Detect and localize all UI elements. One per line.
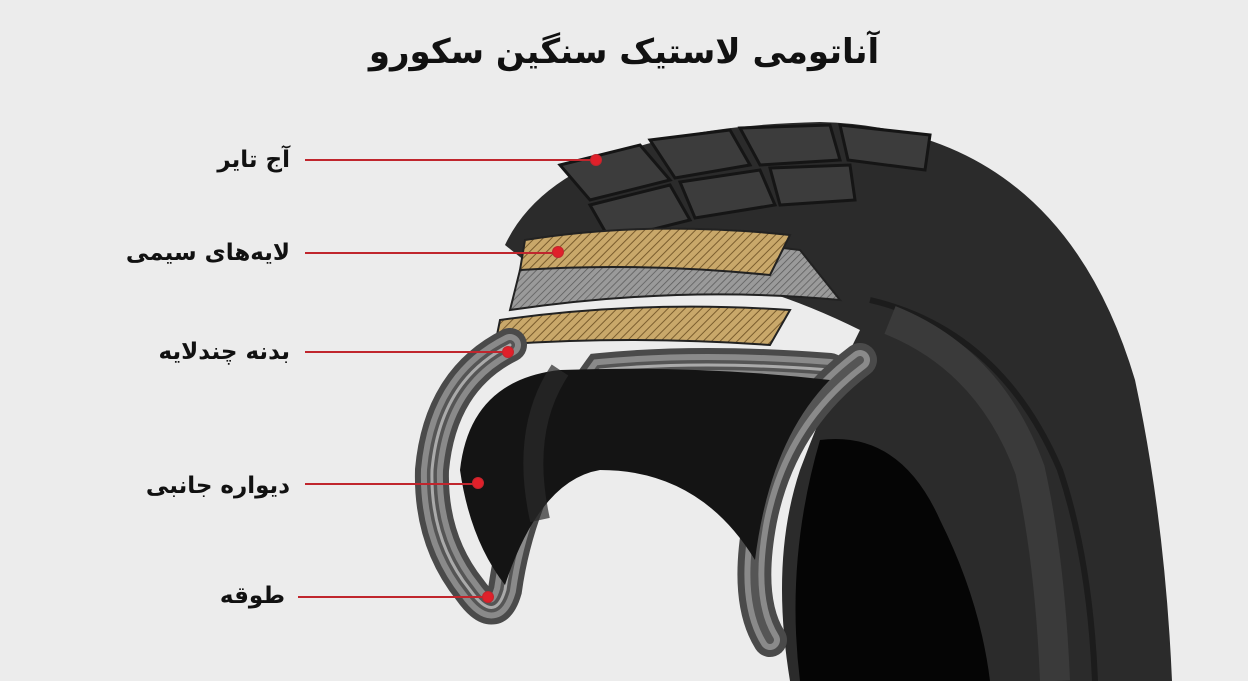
marker-dot-belts bbox=[552, 246, 564, 258]
diagram-title: آناتومی لاستیک سنگین سکورو bbox=[368, 32, 880, 72]
belt-steel-bottom bbox=[493, 305, 792, 347]
belt-steel-top bbox=[518, 227, 792, 277]
marker-dot-bead bbox=[482, 591, 494, 603]
marker-dot-sidewall bbox=[472, 477, 484, 489]
sidewall-ring bbox=[869, 297, 1098, 681]
label-carcass: بدنه چندلایه bbox=[158, 339, 290, 365]
marker-dot-tread bbox=[590, 154, 602, 166]
leader-lines bbox=[298, 159, 596, 598]
label-tread: آج تایر bbox=[217, 147, 290, 173]
tread-blocks bbox=[557, 123, 932, 242]
sidewall-ring bbox=[884, 306, 1070, 681]
label-steel-belts: لایه‌های سیمی bbox=[125, 240, 290, 266]
label-sidewall: دیواره جانبی bbox=[145, 473, 290, 499]
label-bead: طوقه bbox=[219, 583, 285, 609]
tire-hole bbox=[795, 439, 990, 681]
tire-cavity bbox=[460, 368, 830, 585]
marker-dot-carcass bbox=[502, 346, 514, 358]
